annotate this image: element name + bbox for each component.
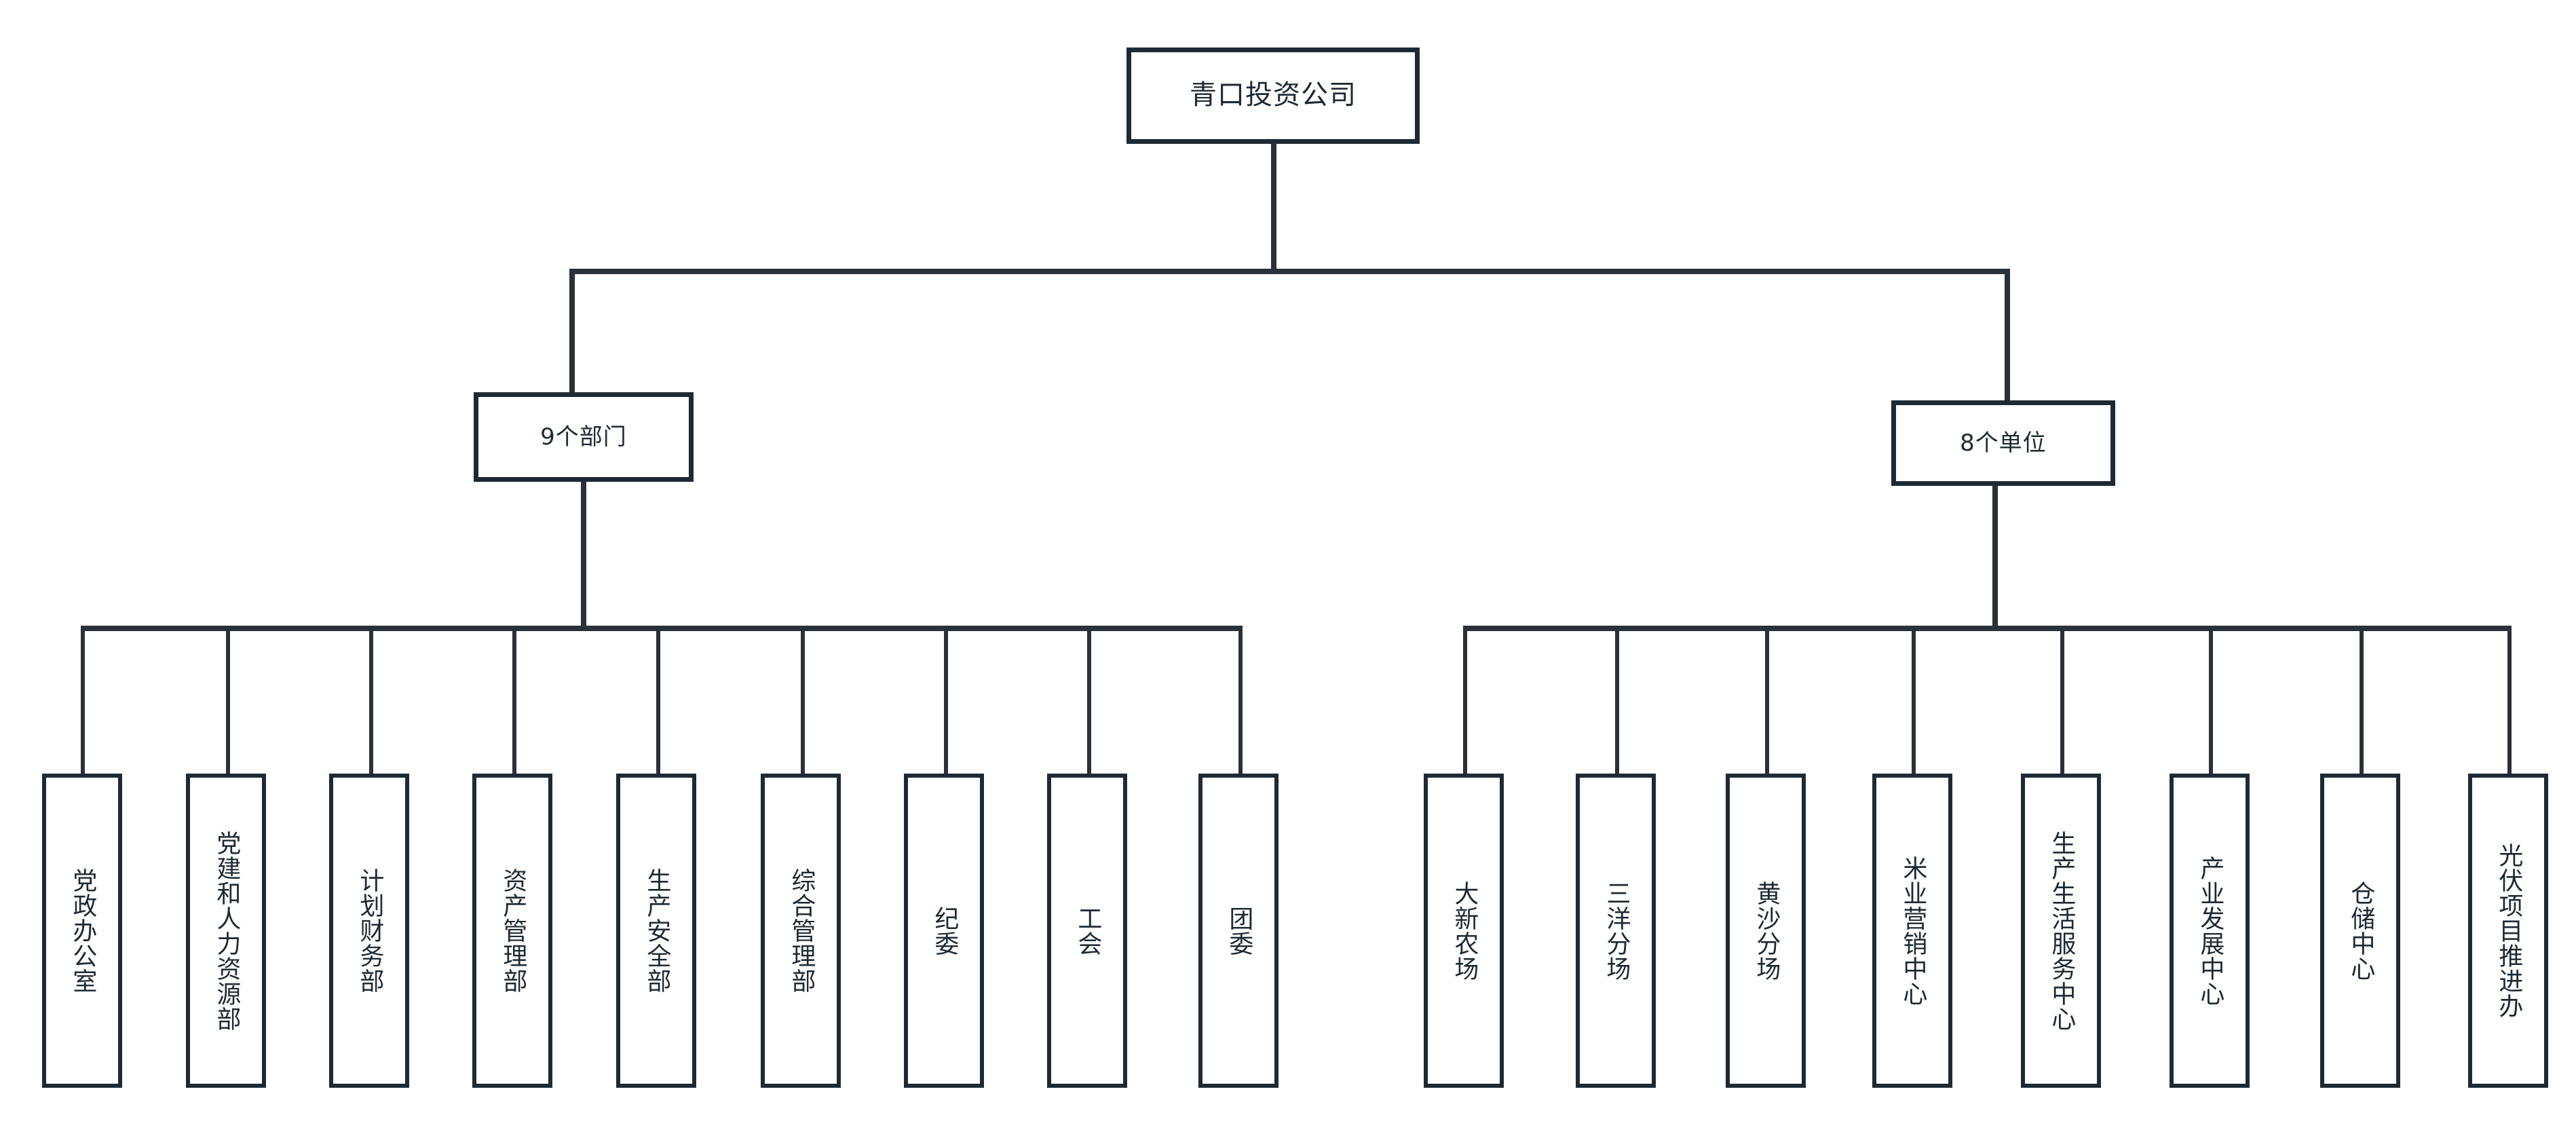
connector-leaf-drop-dept-6 (801, 626, 805, 776)
connector-units-stem (1992, 486, 1998, 630)
connector-leaf-drop-dept-7 (944, 626, 948, 776)
connector-leaf-drop-dept-3 (369, 626, 373, 776)
connector-root-bus (569, 269, 2010, 274)
node-unit-3[interactable]: 黄沙分场 (1726, 774, 1806, 1088)
node-department-3-label: 计划财务部 (356, 868, 384, 993)
node-root-company[interactable]: 青口投资公司 (1126, 48, 1420, 144)
connector-leaf-drop-unit-1 (1463, 626, 1467, 776)
node-unit-2[interactable]: 三洋分场 (1576, 774, 1656, 1088)
connector-leaf-drop-unit-6 (2209, 626, 2213, 776)
connector-leaf-drop-dept-1 (81, 626, 85, 776)
node-unit-5-label: 生产生活服务中心 (2047, 830, 2076, 1031)
node-department-5[interactable]: 生产安全部 (616, 774, 696, 1088)
node-branch-departments[interactable]: 9个部门 (474, 392, 694, 482)
connector-leaf-drop-unit-2 (1615, 626, 1619, 776)
node-unit-8-label: 光伏项目推进办 (2495, 843, 2523, 1019)
connector-departments-bus (81, 626, 1243, 631)
node-unit-4-label: 米业营销中心 (1899, 855, 1927, 1006)
connector-leaf-drop-unit-5 (2060, 626, 2064, 776)
connector-root-stem (1271, 144, 1276, 273)
node-department-5-label: 生产安全部 (643, 868, 671, 993)
connector-leaf-drop-dept-8 (1087, 626, 1091, 776)
node-unit-2-label: 三洋分场 (1602, 880, 1631, 981)
node-department-4[interactable]: 资产管理部 (472, 774, 552, 1088)
node-unit-7[interactable]: 仓储中心 (2320, 774, 2400, 1088)
node-unit-7-label: 仓储中心 (2347, 880, 2375, 981)
node-department-8-label: 工会 (1074, 905, 1102, 956)
connector-leaf-drop-dept-5 (656, 626, 660, 776)
node-unit-6-label: 产业发展中心 (2196, 855, 2224, 1006)
connector-units-bus (1463, 626, 2512, 631)
node-department-1-label: 党政办公室 (69, 868, 97, 993)
node-branch-units-label: 8个单位 (1960, 429, 2047, 457)
node-unit-1[interactable]: 大新农场 (1424, 774, 1504, 1088)
node-department-7-label: 纪委 (930, 905, 959, 956)
node-unit-5[interactable]: 生产生活服务中心 (2021, 774, 2101, 1088)
node-department-1[interactable]: 党政办公室 (42, 774, 122, 1088)
connector-leaf-drop-dept-2 (226, 626, 230, 776)
node-department-2[interactable]: 党建和人力资源部 (186, 774, 266, 1088)
connector-leaf-drop-unit-8 (2507, 626, 2512, 776)
node-department-8[interactable]: 工会 (1047, 774, 1127, 1088)
connector-leaf-drop-dept-9 (1238, 626, 1243, 776)
node-department-3[interactable]: 计划财务部 (329, 774, 409, 1088)
node-department-9-label: 团委 (1225, 905, 1253, 956)
node-branch-departments-label: 9个部门 (540, 423, 627, 451)
connector-drop-units (2005, 269, 2010, 400)
node-unit-4[interactable]: 米业营销中心 (1872, 774, 1952, 1088)
node-department-9[interactable]: 团委 (1198, 774, 1278, 1088)
node-root-company-label: 青口投资公司 (1190, 79, 1357, 111)
connector-leaf-drop-unit-4 (1912, 626, 1916, 776)
node-department-6[interactable]: 综合管理部 (761, 774, 841, 1088)
node-branch-units[interactable]: 8个单位 (1891, 400, 2115, 486)
connector-leaf-drop-unit-7 (2360, 626, 2364, 776)
connector-departments-stem (581, 482, 586, 630)
connector-leaf-drop-unit-3 (1765, 626, 1769, 776)
connector-drop-departments (569, 269, 575, 395)
node-unit-1-label: 大新农场 (1450, 880, 1479, 981)
node-unit-6[interactable]: 产业发展中心 (2170, 774, 2250, 1088)
connector-leaf-drop-dept-4 (512, 626, 516, 776)
node-department-7[interactable]: 纪委 (904, 774, 984, 1088)
node-department-4-label: 资产管理部 (499, 868, 527, 993)
node-unit-3-label: 黄沙分场 (1752, 880, 1781, 981)
node-department-2-label: 党建和人力资源部 (212, 830, 241, 1031)
node-department-6-label: 综合管理部 (787, 868, 816, 993)
node-unit-8[interactable]: 光伏项目推进办 (2468, 774, 2548, 1088)
